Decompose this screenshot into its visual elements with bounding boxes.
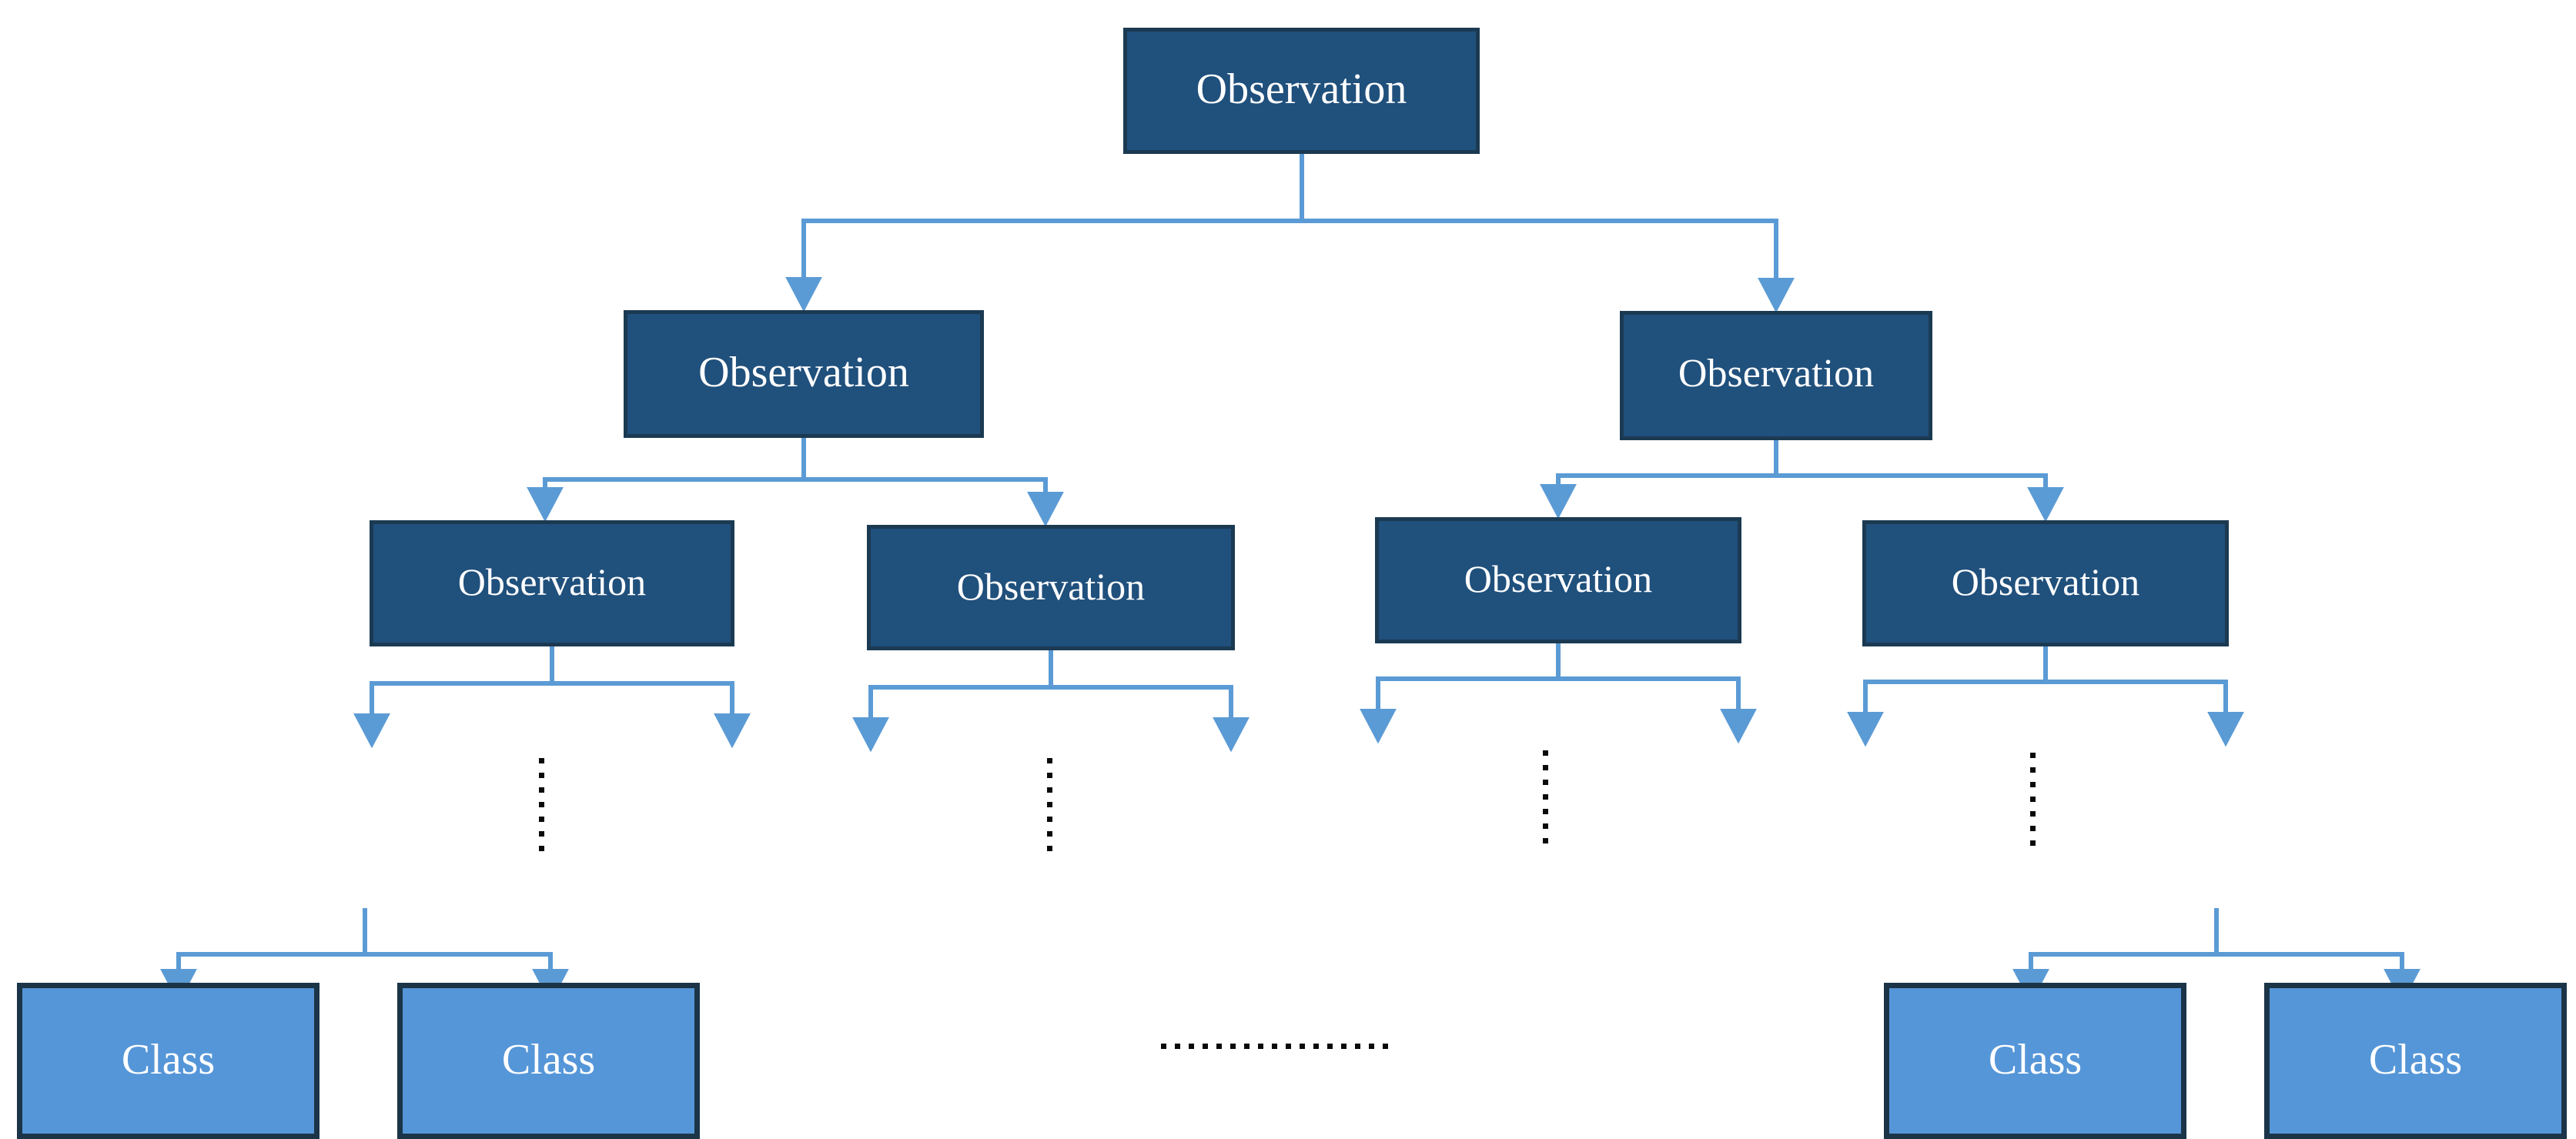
edge-l1b-to-l2d [1774, 440, 2064, 523]
ellipsis-dot [1543, 750, 1548, 756]
node-label: Observation [956, 564, 1146, 608]
ellipsis-dot [539, 758, 544, 763]
ellipsis-dot [1327, 1044, 1333, 1049]
node-label: Class [1988, 1035, 2083, 1084]
vertical-ellipsis-icon [539, 758, 544, 860]
node-label: Class [121, 1035, 216, 1084]
edge-l2d-stubs [1847, 646, 2244, 747]
ellipsis-dot [1161, 1044, 1166, 1049]
ellipsis-dot [1189, 1044, 1194, 1049]
ellipsis-dot [1543, 780, 1548, 785]
vertical-ellipsis-icon [2030, 753, 2036, 855]
edge-l1b-to-l2c [1540, 440, 1778, 519]
node-label: Observation [457, 560, 647, 603]
ellipsis-dot [539, 787, 544, 793]
ellipsis-dot [1272, 1044, 1277, 1049]
ellipsis-dot [1383, 1044, 1388, 1049]
ellipsis-dot [2030, 782, 2036, 787]
ellipsis-dot [1543, 794, 1548, 800]
node-observation-l2-a[interactable]: Observation [370, 520, 734, 646]
node-label: Observation [1196, 65, 1407, 113]
node-label: Class [2368, 1035, 2463, 1084]
edge-l1a-to-l2a [527, 438, 806, 523]
ellipsis-dot [1047, 787, 1052, 793]
ellipsis-dot [1175, 1044, 1180, 1049]
node-label: Observation [698, 349, 909, 396]
ellipsis-dot [1203, 1044, 1208, 1049]
node-observation-l2-c[interactable]: Observation [1375, 517, 1741, 643]
ellipsis-dot [2030, 797, 2036, 802]
ellipsis-dot [1258, 1044, 1263, 1049]
ellipsis-dot [539, 773, 544, 778]
edge-l2a-stubs [353, 646, 751, 749]
ellipsis-dot [2030, 753, 2036, 758]
edge-l2b-stubs [852, 650, 1250, 753]
node-observation-l2-d[interactable]: Observation [1862, 520, 2229, 646]
edge-root-to-l1a [785, 154, 1304, 312]
node-observation-l2-b[interactable]: Observation [867, 525, 1235, 650]
horizontal-ellipsis-icon [1161, 1044, 1397, 1049]
ellipsis-dot [2030, 840, 2036, 846]
ellipsis-dot [1216, 1044, 1222, 1049]
ellipsis-dot [1047, 758, 1052, 763]
vertical-ellipsis-icon [1543, 750, 1548, 853]
ellipsis-dot [1047, 846, 1052, 851]
ellipsis-dot [1543, 765, 1548, 770]
ellipsis-dot [1047, 831, 1052, 837]
node-label: Observation [1951, 560, 2140, 603]
ellipsis-dot [1369, 1044, 1374, 1049]
node-class-leaf-3[interactable]: Class [1884, 983, 2186, 1139]
ellipsis-dot [2030, 767, 2036, 773]
ellipsis-dot [1543, 809, 1548, 814]
ellipsis-dot [1355, 1044, 1360, 1049]
vertical-ellipsis-icon [1047, 758, 1052, 860]
node-observation-l1-b[interactable]: Observation [1620, 311, 1932, 440]
ellipsis-dot [1047, 817, 1052, 822]
ellipsis-dot [1047, 802, 1052, 807]
node-class-leaf-4[interactable]: Class [2264, 983, 2567, 1139]
node-observation-root[interactable]: Observation [1123, 28, 1480, 154]
edge-root-to-l1b [1300, 154, 1795, 313]
ellipsis-dot [539, 802, 544, 807]
node-class-leaf-1[interactable]: Class [17, 983, 319, 1139]
edge-l2c-stubs [1360, 643, 1757, 744]
node-label: Observation [1464, 557, 1653, 600]
ellipsis-dot [1543, 823, 1548, 829]
node-label: Observation [1678, 352, 1875, 396]
node-observation-l1-a[interactable]: Observation [624, 310, 984, 438]
ellipsis-dot [1341, 1044, 1347, 1049]
ellipsis-dot [1313, 1044, 1319, 1049]
ellipsis-dot [1244, 1044, 1250, 1049]
ellipsis-dot [1047, 773, 1052, 778]
ellipsis-dot [1300, 1044, 1305, 1049]
edge-stub-to-leaf3-leaf4 [2012, 908, 2420, 1004]
node-class-leaf-2[interactable]: Class [397, 983, 700, 1139]
ellipsis-dot [1286, 1044, 1291, 1049]
ellipsis-dot [2030, 811, 2036, 817]
ellipsis-dot [1230, 1044, 1236, 1049]
ellipsis-dot [2030, 826, 2036, 831]
ellipsis-dot [1543, 838, 1548, 843]
edge-l1a-to-l2b [801, 438, 1064, 527]
edge-stub-to-leaf1-leaf2 [160, 908, 569, 1004]
ellipsis-dot [539, 846, 544, 851]
node-label: Class [501, 1035, 596, 1084]
ellipsis-dot [539, 817, 544, 822]
ellipsis-dot [539, 831, 544, 837]
